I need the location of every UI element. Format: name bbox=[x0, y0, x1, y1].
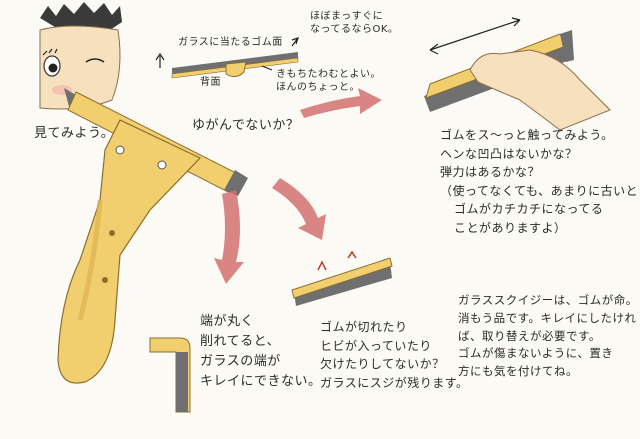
edge-section: 端が丸く 削れてると、 ガラスの端が キレイにできない。 bbox=[200, 314, 322, 390]
damaged-blade-icon bbox=[291, 250, 393, 306]
squeegee-icon bbox=[57, 88, 248, 384]
rubber-face-label: ガラスに当たるゴム面 bbox=[178, 37, 283, 48]
face-icon bbox=[39, 2, 122, 110]
summary-section: ガラススクイジーは、ゴムが命。 消もう品です。キレイにしたけれ ば、取り替えが必… bbox=[458, 293, 638, 379]
blade-diagram-icon bbox=[155, 37, 299, 79]
slight-bend-note: きもちたわむとよい。 ほんのちょっと。 bbox=[276, 69, 381, 93]
arrow-icon bbox=[214, 88, 382, 284]
look-label: 見てみよう。 bbox=[34, 126, 115, 141]
touch-section: ゴムをス〜っと触ってみよう。 ヘンな凹凸はないかな？ 弾力はあるかな？ （使って… bbox=[440, 128, 639, 235]
back-label: 背面 bbox=[200, 77, 221, 88]
hand-squeegee-icon bbox=[424, 17, 611, 131]
corner-detail-icon bbox=[149, 337, 191, 413]
straight-ok-note: ほぼまっすぐに なってるならOK。 bbox=[310, 11, 399, 35]
warped-label: ゆがんでないか？ bbox=[192, 118, 300, 133]
damage-section: ゴムが切れたり ヒビが入っていたり 欠けたりしてないか？ ガラスにスジが残ります… bbox=[320, 320, 469, 390]
